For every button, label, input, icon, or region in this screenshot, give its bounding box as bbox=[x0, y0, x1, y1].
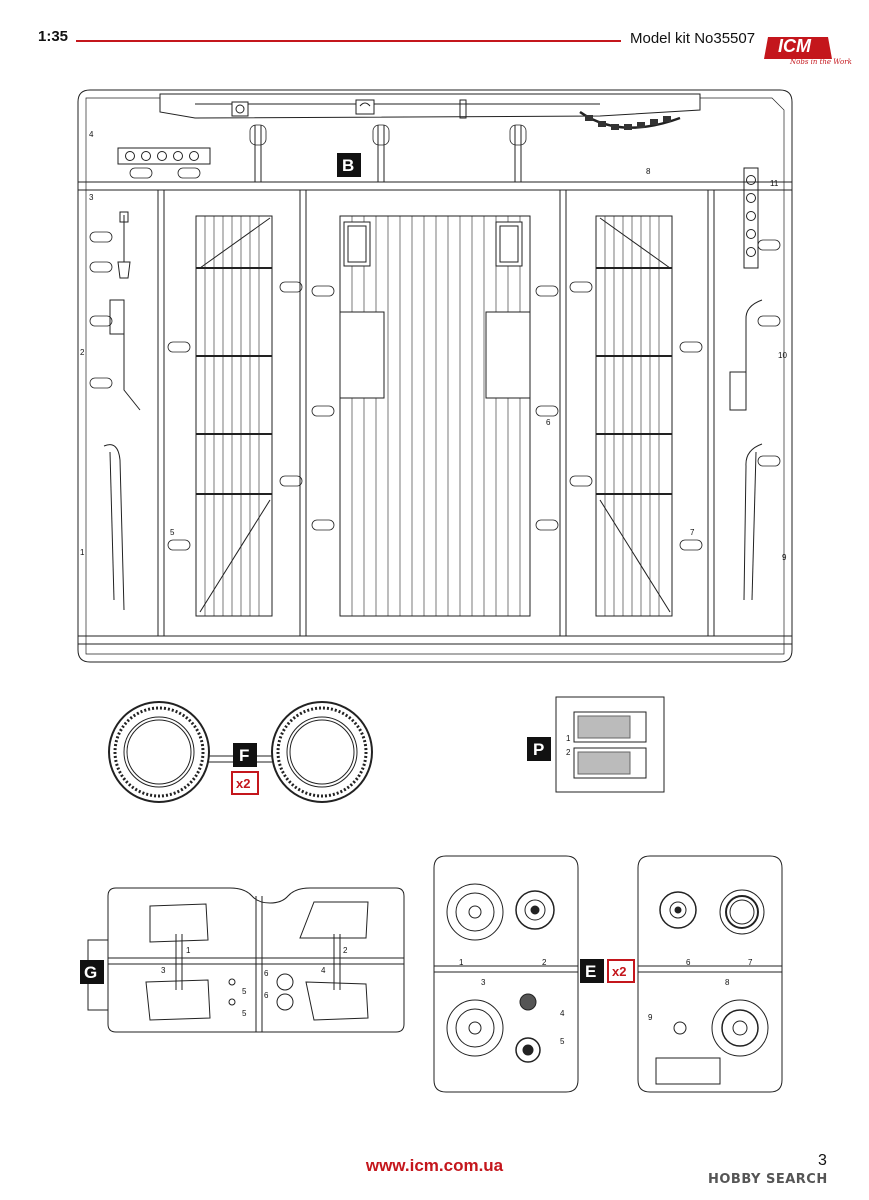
e-part-6: 6 bbox=[686, 958, 691, 967]
g-part-6b: 6 bbox=[264, 991, 269, 1000]
b-part-4: 4 bbox=[89, 130, 94, 139]
brand-tagline: Nobs in the Work bbox=[790, 58, 852, 66]
e-part-7: 7 bbox=[748, 958, 753, 967]
sprue-f-tag: F bbox=[239, 746, 249, 765]
sprue-e-qty-box bbox=[607, 959, 635, 983]
page-number: 3 bbox=[818, 1152, 827, 1169]
sprue-b-tag-box bbox=[337, 153, 361, 177]
g-part-6a: 6 bbox=[264, 969, 269, 978]
g-part-3: 3 bbox=[161, 966, 166, 975]
sprue-e-quantity: x2 bbox=[612, 964, 626, 979]
e-part-2: 2 bbox=[542, 958, 547, 967]
b-part-11: 11 bbox=[770, 179, 779, 188]
b-part-8: 8 bbox=[646, 167, 651, 176]
sprue-b-tag: B bbox=[342, 156, 354, 175]
e-part-5: 5 bbox=[560, 1037, 565, 1046]
b-part-10: 10 bbox=[778, 351, 787, 360]
icm-logo bbox=[764, 37, 832, 59]
b-part-3: 3 bbox=[89, 193, 94, 202]
sprue-g-tag-box bbox=[80, 960, 104, 984]
b-part-6: 6 bbox=[546, 418, 551, 427]
b-part-9: 9 bbox=[782, 553, 787, 562]
sprue-p-tag-box bbox=[527, 737, 551, 761]
sprue-e-tag: E bbox=[585, 962, 596, 981]
scale-label: 1:35 bbox=[38, 28, 69, 45]
g-part-5b: 5 bbox=[242, 1009, 247, 1018]
header-rule bbox=[76, 40, 621, 42]
sprue-g-tag: G bbox=[84, 963, 97, 982]
b-part-2: 2 bbox=[80, 348, 85, 357]
g-part-4: 4 bbox=[321, 966, 326, 975]
g-part-5a: 5 bbox=[242, 987, 247, 996]
brand-logo-text: ICM bbox=[778, 36, 811, 56]
e-part-8: 8 bbox=[725, 978, 730, 987]
b-part-7: 7 bbox=[690, 528, 695, 537]
sprue-f-quantity: x2 bbox=[236, 776, 250, 791]
b-part-5: 5 bbox=[170, 528, 175, 537]
e-part-9: 9 bbox=[648, 1013, 653, 1022]
e-part-4: 4 bbox=[560, 1009, 565, 1018]
sprue-f-tag-box bbox=[233, 743, 257, 767]
kit-number: Model kit No35507 bbox=[630, 30, 756, 47]
watermark: HOBBY SEARCH bbox=[708, 1172, 828, 1187]
sprue-f-qty-box bbox=[231, 771, 259, 795]
sprue-e-tag-box bbox=[580, 959, 604, 983]
g-part-2: 2 bbox=[343, 946, 348, 955]
b-part-1: 1 bbox=[80, 548, 85, 557]
e-part-1: 1 bbox=[459, 958, 464, 967]
p-part-1: 1 bbox=[566, 734, 571, 743]
g-part-1: 1 bbox=[186, 946, 191, 955]
p-part-2: 2 bbox=[566, 748, 571, 757]
footer-url[interactable]: www.icm.com.ua bbox=[365, 1156, 504, 1175]
e-part-3: 3 bbox=[481, 978, 486, 987]
sprue-p-tag: P bbox=[533, 740, 544, 759]
